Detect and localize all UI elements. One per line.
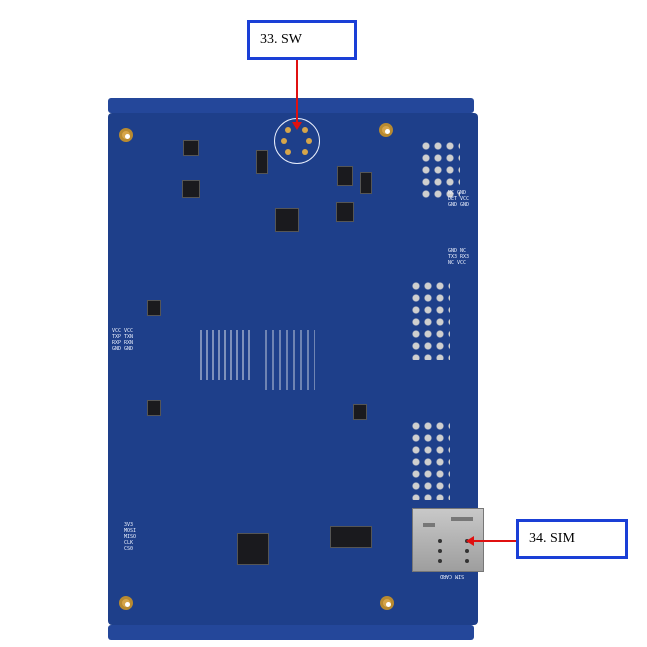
ic-chip (330, 526, 372, 548)
ic-chip (237, 533, 269, 565)
silk-text: CS0 (124, 546, 134, 552)
ic-chip (182, 180, 200, 198)
ic-chip (256, 150, 268, 174)
silk-left-bottom: 3V3 MOSI MISO CLK CS0 (124, 522, 136, 552)
callout-label: 33. SW (260, 32, 302, 47)
connector-pads (420, 140, 460, 200)
silk-right-top: NC GND DET VCC GND GND (448, 190, 469, 208)
ic-chip (147, 400, 161, 416)
arrow-line (474, 540, 516, 542)
silk-text: MOSI (124, 528, 137, 534)
connector-pads (410, 420, 450, 500)
ic-chip (183, 140, 199, 156)
arrow-head-icon (292, 122, 302, 130)
ic-chip (336, 202, 354, 222)
mounting-hole-icon (119, 596, 133, 610)
arrow-head-icon (466, 536, 474, 546)
ic-chip (147, 300, 161, 316)
ic-chip (275, 208, 299, 232)
arrow-line (296, 60, 298, 124)
callout-label: 34. SIM (529, 531, 575, 546)
silk-text: GND GND (448, 202, 470, 208)
mounting-hole-icon (380, 596, 394, 610)
callout-sw: 33. SW (247, 20, 357, 60)
connector-pads (410, 280, 450, 360)
mounting-hole-icon (119, 128, 133, 142)
silk-text: TXP TXN (112, 334, 134, 340)
silk-text: TX3 RX3 (448, 254, 470, 260)
silk-right-mid: GND NC TX3 RX3 NC VCC (448, 248, 469, 266)
silk-text: 3V3 (124, 522, 134, 528)
bga-area (265, 330, 315, 390)
silk-text: VCC VCC (112, 328, 134, 334)
pcb-top-strip (108, 98, 474, 113)
pcb-bottom-strip (108, 625, 474, 640)
callout-sim: 34. SIM (516, 519, 628, 559)
silk-text: RXP RXN (112, 340, 134, 346)
silk-left-pins: VCC VCC TXP TXN RXP RXN GND GND (112, 328, 133, 352)
silk-text: NC GND (448, 190, 467, 196)
ic-chip (337, 166, 353, 186)
silk-text: CLK (124, 540, 134, 546)
ic-chip (360, 172, 372, 194)
silk-text: MISO (124, 534, 137, 540)
mounting-hole-icon (379, 123, 393, 137)
silk-text: GND NC (448, 248, 467, 254)
sim-silk-label: SIM CARD (440, 573, 465, 579)
ic-chip (353, 404, 367, 420)
silk-text: NC VCC (448, 260, 467, 266)
silk-text: DET VCC (448, 196, 470, 202)
bga-area (200, 330, 250, 380)
silk-text: GND GND (112, 346, 134, 352)
